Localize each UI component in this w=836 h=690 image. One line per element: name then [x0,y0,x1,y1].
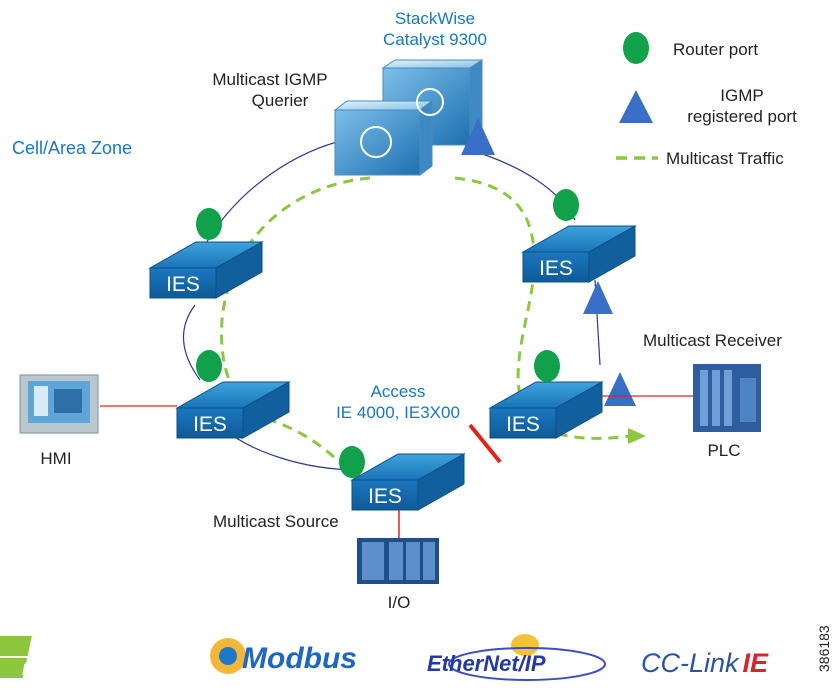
igmp-port-marker [461,118,495,155]
modbus-logo: Modbus [210,638,357,675]
modbus-text: Modbus [242,642,357,675]
ethernetip-logo: EtherNet/IP [427,634,606,681]
ring-link-left [204,139,346,246]
legend: Router port IGMP registered port Multica… [616,32,797,168]
ies-label: IES [368,485,402,508]
multicast-receiver-label: Multicast Receiver [643,331,782,350]
multicast-arrow-head [628,428,646,444]
legend-router-port-icon [623,32,649,64]
switch-ies-top-left: IES [148,241,264,299]
legend-multicast-label: Multicast Traffic [666,149,784,168]
router-icon [360,126,392,158]
profinet-top-text: PROFI [40,638,142,657]
io-label: I/O [388,593,411,612]
ring-break-marker [468,423,502,464]
plc-device [693,364,761,432]
legend-igmp-label-line2: registered port [687,107,797,126]
switch-ies-mid-left: IES [175,381,291,439]
router-ports [196,189,579,478]
multicast-traffic-path [220,176,631,514]
igmp-port-marker [583,281,613,314]
legend-router-port-label: Router port [673,40,758,59]
figure-id: 386183 [816,625,832,672]
igmp-port-marker [604,372,636,406]
switch-ies-mid-right: IES [488,381,604,439]
zone-label: Cell/Area Zone [12,138,132,158]
router-port-marker [553,189,579,221]
igmp-ports [461,118,636,406]
router-port-marker [196,350,222,382]
multicast-source-label: Multicast Source [213,512,339,531]
hmi-device [19,374,99,434]
ring-link-left-mid [183,304,201,381]
legend-igmp-label-line1: IGMP [720,86,763,105]
router-port-marker [196,208,222,240]
switch-ies-top-right: IES [521,225,637,283]
ies-label: IES [193,413,227,436]
stackwise-core [333,59,484,176]
core-label-line1: StackWise [395,9,475,28]
router-port-marker [534,350,560,382]
legend-igmp-port-icon [619,90,653,123]
querier-label-line2: Querier [252,91,309,110]
ethernetip-text: EtherNet/IP [427,651,546,676]
router-port-marker [339,446,365,478]
ies-label: IES [166,273,200,296]
plc-label: PLC [707,441,740,460]
ies-label: IES [539,257,573,280]
ies-label: IES [506,413,540,436]
profinet-bottom-text: NET [22,660,86,679]
querier-label-line1: Multicast IGMP [212,70,327,89]
switch-ies-bottom: IES [350,453,466,511]
io-device [357,538,439,584]
core-label-line2: Catalyst 9300 [383,30,487,49]
access-label-line1: Access [371,382,426,401]
access-label-line2: IE 4000, IE3X00 [336,403,460,422]
hmi-label: HMI [40,449,71,468]
profinet-logo: PROFI NET [0,636,142,679]
